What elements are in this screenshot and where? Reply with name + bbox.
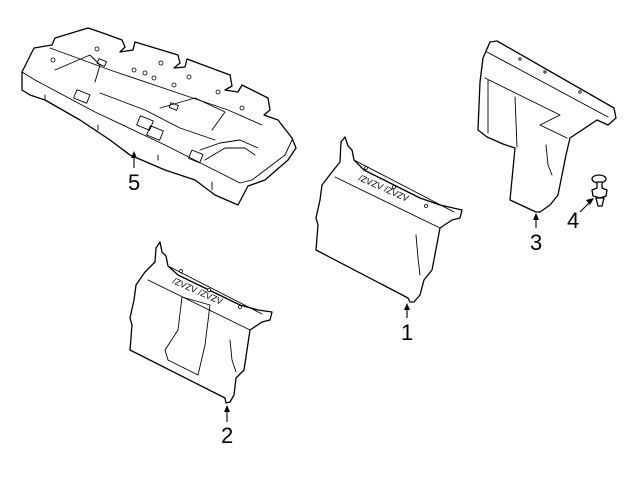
callout-5: 5: [128, 170, 141, 195]
arrowhead-4: [586, 198, 594, 205]
part-4-push-pin: [591, 174, 608, 207]
callout-2: 2: [221, 423, 234, 448]
arrowhead-1: [404, 303, 410, 310]
arrowhead-5: [131, 151, 137, 158]
arrowhead-2: [224, 405, 230, 412]
callout-1: 1: [401, 320, 414, 345]
part-1-seat-back-panel: /ZVZV /ZVZV: [315, 136, 463, 303]
part-3-side-trim: [477, 40, 617, 213]
part-2-seat-back-panel: /ZVZV /ZVZV: [129, 241, 273, 404]
callout-3: 3: [530, 230, 543, 255]
callout-4: 4: [567, 208, 580, 233]
part-5-package-tray: [21, 27, 297, 206]
arrowhead-3: [533, 213, 539, 220]
